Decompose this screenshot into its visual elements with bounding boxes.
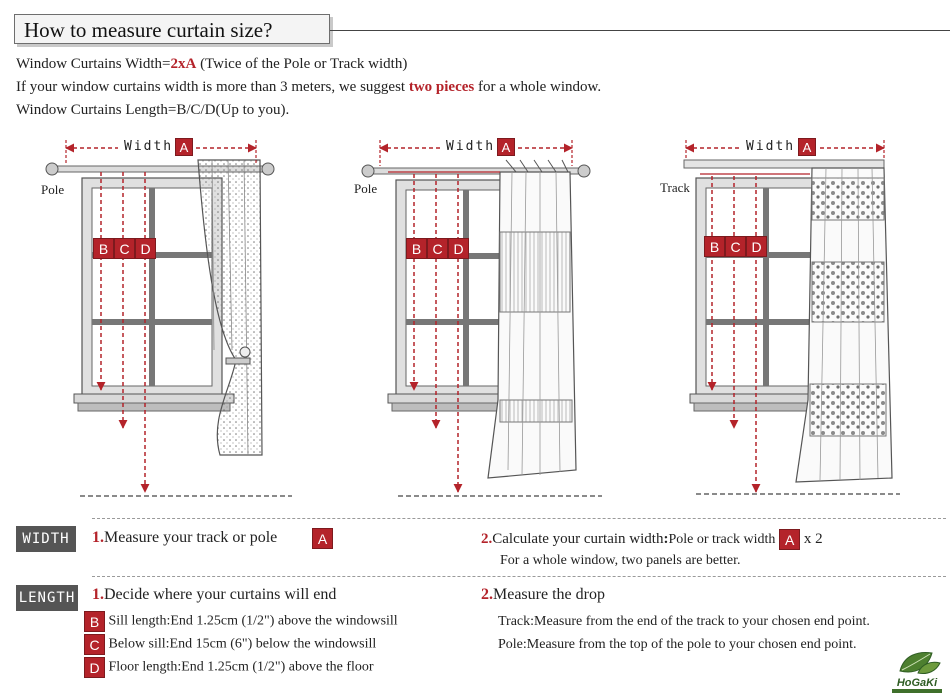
- length-option-d-text: Floor length:End 1.25cm (1/2") above the…: [108, 659, 374, 675]
- illustration-3-mount-label: Track: [660, 180, 690, 195]
- length-option-b-text: Sill length:End 1.25cm (1/2") above the …: [108, 613, 398, 629]
- intro-width-formula: Window Curtains Width=2xA (Twice of the …: [16, 56, 407, 73]
- illustration-1-badge-b: B: [93, 238, 114, 259]
- length-section-divider: [92, 576, 946, 577]
- illustration-1: [45, 140, 292, 497]
- length-section-tag: LENGTH: [16, 585, 78, 611]
- illustration-1-width-label: Width: [124, 139, 174, 154]
- intro-two-pieces-red: two pieces: [408, 79, 475, 95]
- intro-width-pre: Window Curtains Width=: [16, 56, 171, 72]
- illustration-3-badge-b: B: [704, 236, 725, 257]
- curtain-illustrations: [45, 140, 900, 497]
- length-option-c: C Below sill:End 15cm (6") below the win…: [84, 634, 376, 655]
- width-step-1-text: Measure your track or pole: [104, 529, 278, 546]
- length-step-1: 1.Decide where your curtains will end: [92, 586, 336, 604]
- length-step-2-num: 2.: [481, 586, 493, 603]
- width-step-2-text: Calculate your curtain width: [492, 530, 664, 547]
- length-option-b-badge: B: [84, 611, 105, 632]
- leaf-icon: [899, 652, 941, 674]
- illustration-1-badge-c: C: [114, 238, 135, 259]
- intro-width-red: 2xA: [170, 56, 197, 72]
- intro-two-pieces-post: for a whole window.: [474, 79, 602, 95]
- width-step-2-badge: A: [779, 529, 801, 550]
- illustration-2-badge-d: D: [448, 238, 469, 259]
- illustration-2-width-label: Width: [446, 139, 496, 154]
- width-step-2-note: For a whole window, two panels are bette…: [500, 553, 741, 568]
- length-step-2: 2.Measure the drop: [481, 586, 605, 604]
- title-rule: [330, 30, 950, 31]
- illustration-2-badge-c: C: [427, 238, 448, 259]
- intro-length-formula: Window Curtains Length=B/C/D(Up to you).: [16, 102, 290, 118]
- illustration-2-mount-label: Pole: [354, 181, 378, 196]
- length-option-c-badge: C: [84, 634, 105, 655]
- width-step-2-times: x 2: [800, 530, 823, 547]
- intro-width-post: (Twice of the Pole or Track width): [196, 56, 408, 72]
- illustration-1-width-badge: A: [175, 138, 193, 157]
- width-section-tag: WIDTH: [16, 526, 76, 552]
- illustration-3-badge-c: C: [725, 236, 746, 257]
- brand-logo: HoGaKi: [888, 645, 946, 695]
- page-title: How to measure curtain size?: [14, 14, 330, 44]
- illustration-1-mount-label: Pole: [41, 182, 65, 197]
- intro-two-pieces-pre: If your window curtains width is more th…: [16, 79, 409, 95]
- width-section-divider: [92, 518, 946, 519]
- brand-logo-bar: [892, 689, 942, 693]
- illustration-1-badge-d: D: [135, 238, 156, 259]
- length-track-note: Track:Measure from the end of the track …: [498, 614, 870, 629]
- length-option-d-badge: D: [84, 657, 105, 678]
- illustration-3-badge-d: D: [746, 236, 767, 257]
- width-step-1: 1.Measure your track or pole: [92, 529, 277, 547]
- illustration-3: [683, 140, 900, 495]
- length-step-1-num: 1.: [92, 586, 104, 603]
- length-option-b: B Sill length:End 1.25cm (1/2") above th…: [84, 611, 398, 632]
- width-step-2-num: 2.: [481, 530, 493, 547]
- brand-logo-text: HoGaKi: [896, 677, 938, 689]
- intro-two-pieces: If your window curtains width is more th…: [16, 79, 601, 96]
- illustration-2: [361, 140, 602, 497]
- length-option-d: D Floor length:End 1.25cm (1/2") above t…: [84, 657, 374, 678]
- width-step-2-colon: :: [663, 530, 669, 547]
- illustration-3-width-label: Width: [746, 139, 796, 154]
- illustration-2-width-badge: A: [497, 138, 515, 157]
- length-option-c-text: Below sill:End 15cm (6") below the windo…: [108, 636, 377, 652]
- width-step-2: 2.Calculate your curtain width:Pole or t…: [481, 529, 823, 550]
- length-step-2-text: Measure the drop: [493, 586, 605, 603]
- illustration-2-badge-b: B: [406, 238, 427, 259]
- width-step-1-badge: A: [312, 528, 333, 549]
- width-step-2-detail: Pole or track width: [668, 531, 776, 547]
- length-pole-note: Pole:Measure from the top of the pole to…: [498, 637, 857, 652]
- illustration-3-width-badge: A: [798, 138, 816, 157]
- length-step-1-text: Decide where your curtains will end: [104, 586, 337, 603]
- width-step-1-num: 1.: [92, 529, 104, 546]
